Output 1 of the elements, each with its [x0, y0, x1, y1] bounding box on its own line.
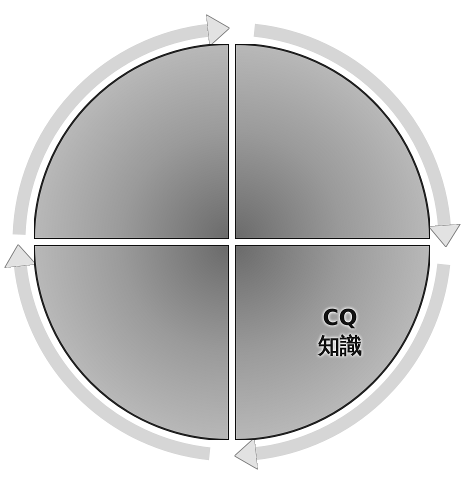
sector-label: CQ 知識 [316, 305, 363, 361]
